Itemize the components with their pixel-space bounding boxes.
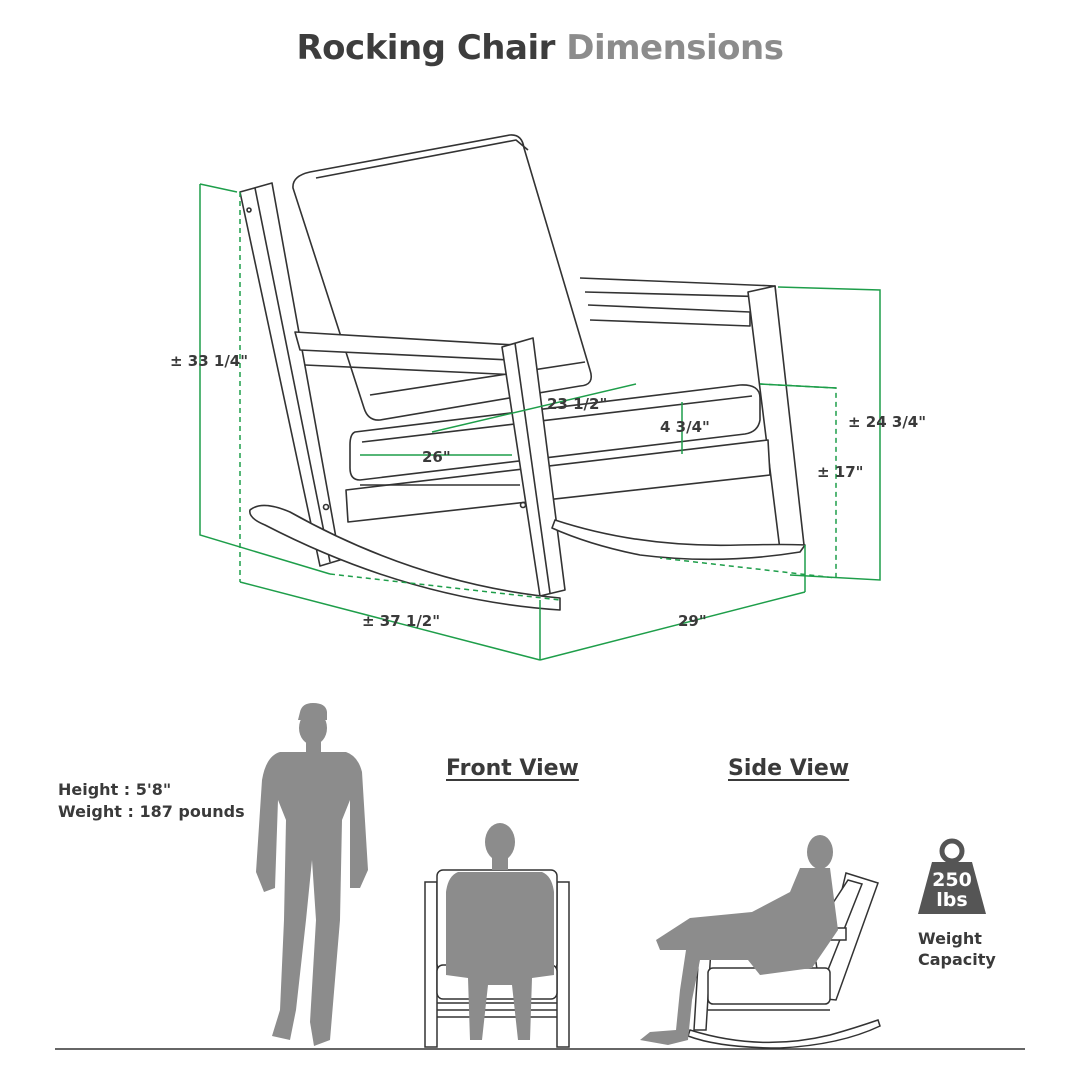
title-main: Rocking Chair	[296, 28, 556, 68]
page-title: Rocking Chair Dimensions	[0, 28, 1080, 68]
person-stats: Height : 5'8" Weight : 187 pounds	[58, 779, 245, 823]
front-view-label: Front View	[446, 756, 579, 781]
dimension-seat-depth: 23 1/2"	[547, 395, 608, 413]
front-view-drawing	[424, 823, 570, 1048]
dimension-seat-width: 26"	[422, 448, 451, 466]
standing-person-silhouette	[256, 703, 368, 1046]
dimension-overall-depth: ± 37 1/2"	[362, 612, 441, 630]
dimension-arm-height: ± 24 3/4"	[848, 413, 927, 431]
dimension-lines	[199, 183, 881, 661]
side-view-label: Side View	[728, 756, 850, 781]
person-height: Height : 5'8"	[58, 780, 172, 799]
weight-capacity-label: Weight Capacity	[918, 928, 996, 970]
dimension-overall-height: ± 33 1/4"	[170, 352, 249, 370]
chair-drawing	[239, 134, 806, 611]
dimension-seat-height: ± 17"	[817, 463, 864, 481]
capacity-line2: Capacity	[918, 950, 996, 969]
person-weight: Weight : 187 pounds	[58, 802, 245, 821]
dimension-overall-width: 29"	[678, 612, 707, 630]
dimension-cushion-thickness: 4 3/4"	[660, 418, 710, 436]
title-accent: Dimensions	[566, 28, 784, 68]
weight-icon	[918, 838, 986, 914]
capacity-unit: lbs	[936, 889, 968, 911]
capacity-number: 250	[932, 869, 972, 891]
capacity-line1: Weight	[918, 929, 982, 948]
side-view-drawing	[640, 835, 881, 1049]
